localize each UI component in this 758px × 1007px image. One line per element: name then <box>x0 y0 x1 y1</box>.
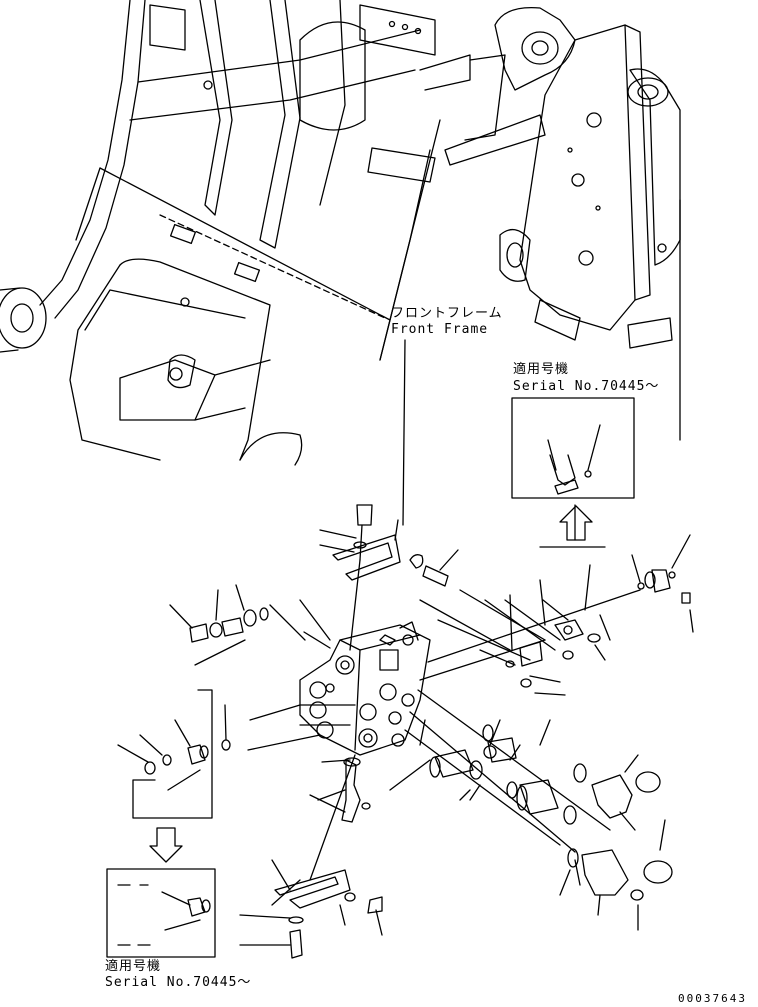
serial-applicable-label-upper: 適用号機 <box>513 362 570 377</box>
document-number: 00037643 <box>678 992 747 1005</box>
serial-range-label-lower: Serial No.70445～ <box>105 975 252 990</box>
serial-inset-bottom <box>107 869 215 957</box>
serial-applicable-label-lower: 適用号機 <box>105 959 162 974</box>
front-frame <box>0 0 440 465</box>
fittings-right <box>390 535 693 930</box>
leader-lines-right <box>405 590 640 852</box>
frame-to-valve-leader <box>300 560 360 650</box>
serial-range-label-upper: Serial No.70445～ <box>513 379 660 394</box>
upper-mounting-bracket <box>320 505 458 586</box>
arrow-down-icon <box>150 828 182 862</box>
fittings-left <box>170 585 330 750</box>
lower-mounting-bracket <box>240 755 382 958</box>
front-frame-label-jp: フロントフレーム <box>391 306 503 321</box>
front-frame-label-en: Front Frame <box>391 322 489 337</box>
control-valve <box>300 622 430 755</box>
hitch-bracket <box>420 8 680 348</box>
serial-inset-left <box>118 690 212 818</box>
arrow-up-icon <box>560 506 592 540</box>
serial-inset-upper <box>512 398 634 498</box>
leader-lines-upper <box>403 200 680 547</box>
